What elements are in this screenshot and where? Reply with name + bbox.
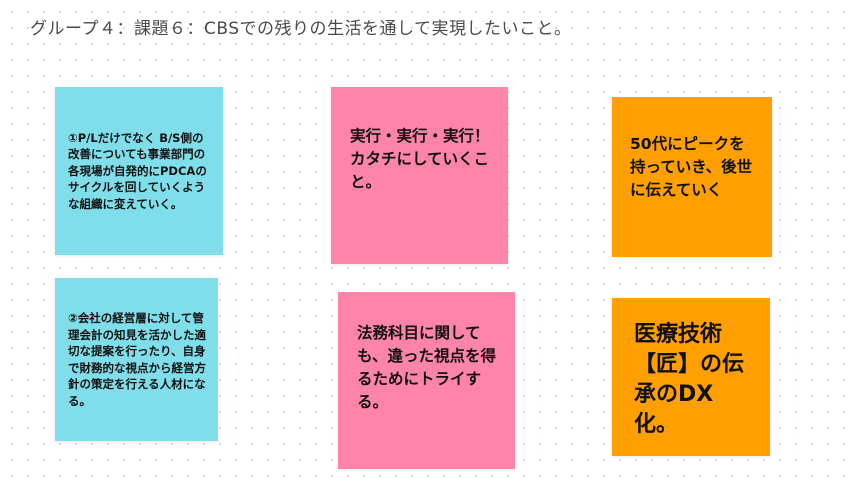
sticky-note-pink[interactable]: 実行・実行・実行！カタチにしていくこと。 <box>331 87 508 264</box>
sticky-note-blue[interactable]: ②会社の経営層に対して管理会計の知見を活かした適切な提案を行ったり、自身で財務的… <box>55 278 218 441</box>
sticky-note-orange[interactable]: 50代にピークを持っていき、後世に伝えていく <box>612 97 772 257</box>
sticky-note-pink[interactable]: 法務科目に関しても、違った視点を得るためにトライする。 <box>338 292 515 469</box>
sticky-note-text: 法務科目に関しても、違った視点を得るためにトライする。 <box>357 324 497 411</box>
sticky-note-text: ②会社の経営層に対して管理会計の知見を活かした適切な提案を行ったり、自身で財務的… <box>68 311 206 408</box>
sticky-note-orange[interactable]: 医療技術【匠】の伝承のDX化。 <box>612 298 770 456</box>
sticky-note-text: 50代にピークを持っていき、後世に伝えていく <box>630 135 753 199</box>
sticky-note-blue[interactable]: ①P/Lだけでなく B/S側の改善についても事業部門の各現場が自発的にPDCAの… <box>55 87 223 255</box>
sticky-note-text: ①P/Lだけでなく B/S側の改善についても事業部門の各現場が自発的にPDCAの… <box>68 130 207 211</box>
sticky-note-text: 実行・実行・実行！カタチにしていくこと。 <box>350 127 490 191</box>
board-title: グループ４：課題６：CBSでの残りの生活を通して実現したいこと。 <box>30 19 572 39</box>
sticky-note-text: 医療技術【匠】の伝承のDX化。 <box>634 322 745 437</box>
